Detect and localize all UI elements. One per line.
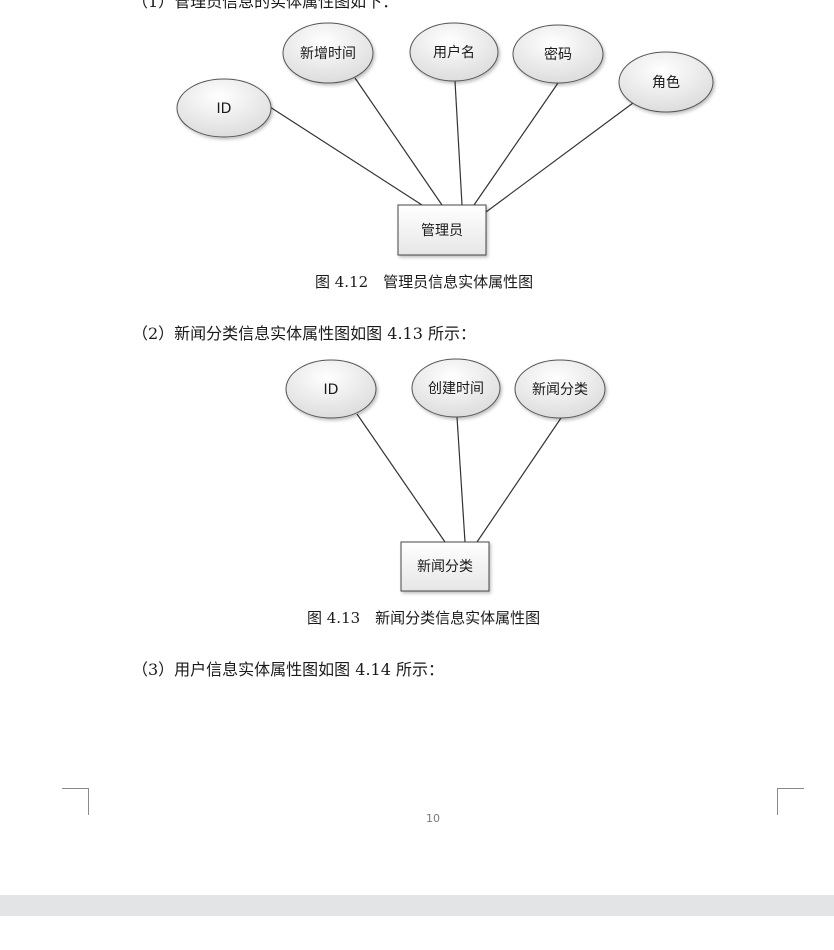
er-diagram-admin: ID 新增时间 用户名 密码 角色 管理员 [176, 22, 714, 256]
connector-line [454, 80, 463, 206]
svg-text:创建时间: 创建时间 [428, 381, 484, 397]
connector-line [269, 106, 423, 206]
page-gap [0, 895, 834, 916]
svg-text:ID: ID [217, 101, 232, 117]
attribute-news-category: 新闻分类 [514, 359, 606, 419]
svg-text:ID: ID [324, 382, 339, 398]
page-number: 10 [426, 812, 440, 825]
connector-line [476, 417, 562, 543]
connector-line [354, 77, 443, 206]
attribute-id: ID [285, 359, 377, 419]
paragraph-2: （2）新闻分类信息实体属性图如图 4.13 所示： [132, 324, 476, 343]
svg-text:管理员: 管理员 [421, 223, 463, 239]
svg-text:用户名: 用户名 [433, 44, 475, 61]
connector-line [485, 102, 634, 213]
next-page-top [0, 916, 834, 950]
attribute-id: ID [176, 78, 272, 138]
svg-text:角色: 角色 [652, 74, 680, 91]
attribute-username: 用户名 [409, 22, 499, 82]
entity-news-category: 新闻分类 [400, 541, 490, 592]
connector-line [356, 413, 446, 543]
svg-text:新闻分类: 新闻分类 [417, 559, 473, 575]
page-corner-mark [777, 788, 804, 815]
page-corner-mark [62, 788, 89, 815]
figure-caption: 图 4.13 新闻分类信息实体属性图 [307, 609, 541, 627]
entity-admin: 管理员 [397, 204, 487, 256]
attribute-role: 角色 [618, 51, 714, 113]
paragraph-1-partial: （1）管理员信息的实体属性图如下： [132, 0, 399, 11]
connector-line [473, 82, 559, 206]
er-diagram-news-category: ID 创建时间 新闻分类 新闻分类 [285, 358, 606, 592]
attribute-password: 密码 [512, 24, 604, 84]
svg-text:密码: 密码 [544, 46, 572, 63]
figure-caption: 图 4.12 管理员信息实体属性图 [315, 273, 534, 291]
document-page: （1）管理员信息的实体属性图如下： ID [62, 0, 804, 825]
svg-text:新闻分类: 新闻分类 [532, 382, 588, 398]
paragraph-3: （3）用户信息实体属性图如图 4.14 所示： [132, 660, 444, 679]
attribute-created-time: 创建时间 [411, 358, 501, 418]
connector-line [456, 416, 466, 543]
attribute-created-time: 新增时间 [282, 22, 374, 84]
svg-text:新增时间: 新增时间 [300, 46, 356, 62]
